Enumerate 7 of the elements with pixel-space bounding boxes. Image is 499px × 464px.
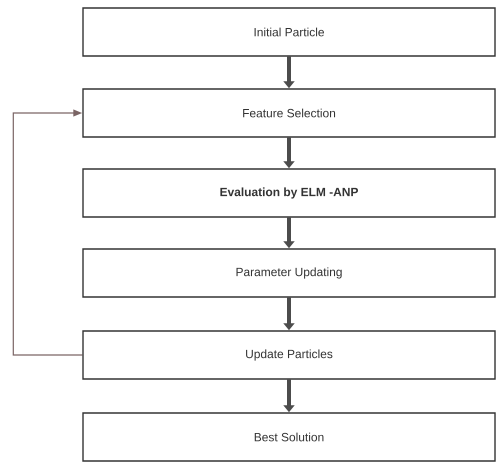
process-box: Parameter Updating	[82, 248, 496, 298]
process-box: Best Solution	[82, 412, 496, 462]
process-box: Evaluation by ELM -ANP	[82, 168, 496, 218]
process-box: Initial Particle	[82, 7, 496, 57]
process-box: Feature Selection	[82, 88, 496, 138]
process-box: Update Particles	[82, 330, 496, 380]
feedback-arrow	[12, 109, 82, 356]
